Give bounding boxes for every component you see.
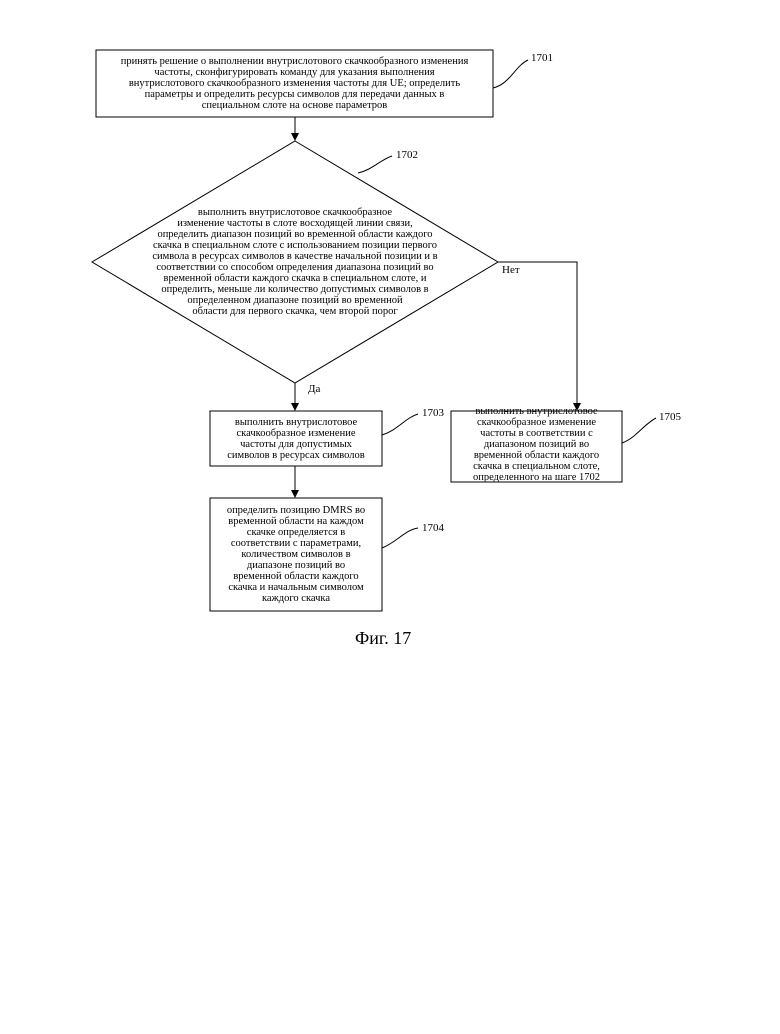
ref-1702: 1702 <box>396 149 418 161</box>
step-1704-text: определить позицию DMRS во временной обл… <box>212 502 380 607</box>
step-1701-text: принять решение о выполнении внутрислото… <box>100 52 489 115</box>
leader-1705 <box>622 418 656 443</box>
ref-1704: 1704 <box>422 522 444 534</box>
leader-1702 <box>358 156 392 173</box>
branch-no-label: Нет <box>502 264 520 276</box>
figure-caption: Фиг. 17 <box>355 628 411 649</box>
leader-1704 <box>382 528 418 548</box>
step-1702-text: выполнить внутрислотовое скачкообразное … <box>130 200 460 324</box>
arrow-1702-to-1705 <box>498 262 577 410</box>
branch-yes-label: Да <box>308 383 320 395</box>
ref-1703: 1703 <box>422 407 444 419</box>
step-1705-text: выполнить внутрислотовое скачкообразное … <box>453 407 620 482</box>
leader-1701 <box>493 60 528 88</box>
ref-1705: 1705 <box>659 411 681 423</box>
leader-1703 <box>382 414 418 435</box>
ref-1701: 1701 <box>531 52 553 64</box>
step-1703-text: выполнить внутрислотовое скачкообразное … <box>212 413 380 464</box>
